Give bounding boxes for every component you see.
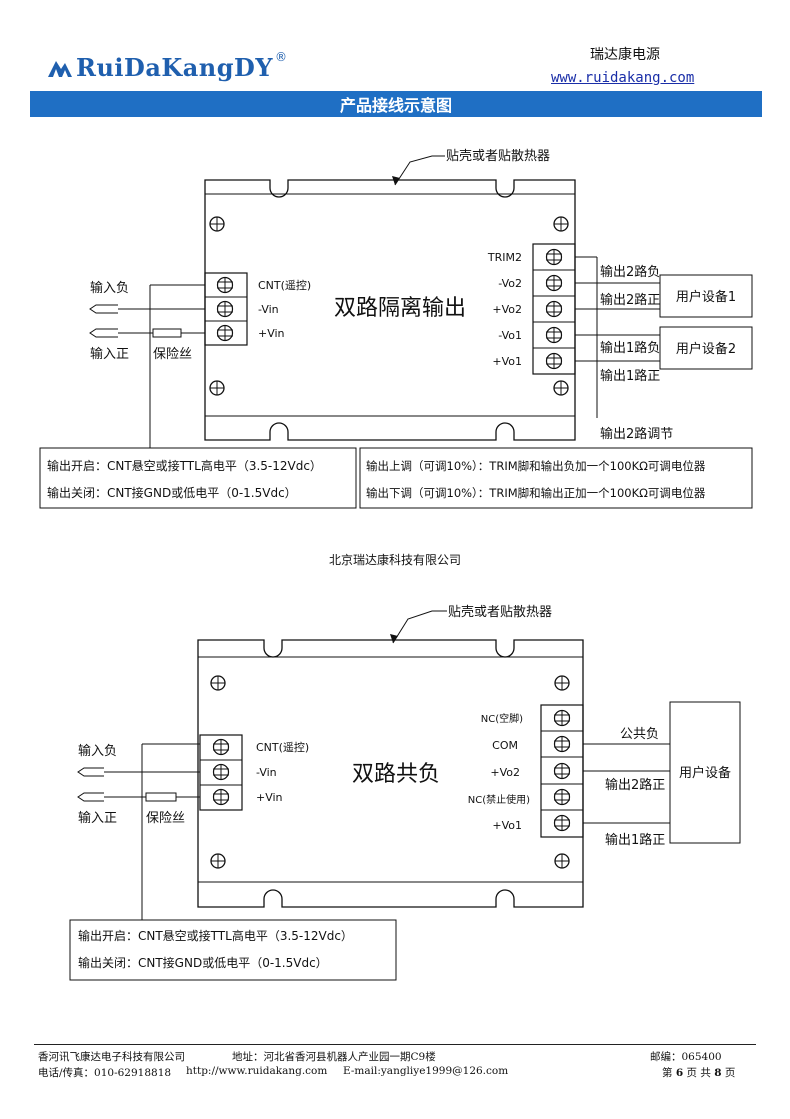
note-box-enable bbox=[39, 447, 357, 509]
page-label: 页 共 bbox=[686, 1067, 711, 1079]
page-title: 产品接线示意图 bbox=[30, 91, 762, 117]
footer-email[interactable]: E-mail:yangliye1999@126.com bbox=[343, 1065, 509, 1077]
note-line: 输出关闭：CNT接GND或低电平（0-1.5Vdc） bbox=[47, 485, 297, 500]
heatsink-arrow bbox=[390, 610, 447, 644]
pin-label: NC(空脚) bbox=[481, 712, 523, 725]
page-total: 8 bbox=[714, 1067, 722, 1079]
screw-icon bbox=[554, 853, 570, 869]
pin-label: -Vo2 bbox=[498, 277, 522, 290]
note-line: 输出开启：CNT悬空或接TTL高电平（3.5-12Vdc） bbox=[78, 928, 353, 943]
logo-mountain-icon bbox=[48, 61, 72, 77]
note-line: 输出开启：CNT悬空或接TTL高电平（3.5-12Vdc） bbox=[47, 458, 322, 473]
left-terminal-block bbox=[204, 272, 248, 346]
pin-label: +Vo2 bbox=[490, 766, 520, 779]
user-device-1: 用户设备1 bbox=[676, 289, 736, 305]
wiring-diagram-dual-isolated: 贴壳或者贴散热器 CNT(遥控) -Vin +Vin 双路隔离输出 TRIM2 … bbox=[0, 140, 790, 515]
heatsink-label: 贴壳或者贴散热器 bbox=[448, 605, 552, 620]
out2-pos-label: 输出2路正 bbox=[605, 777, 665, 793]
input-neg-label: 输入负 bbox=[78, 743, 117, 759]
input-pos-label: 输入正 bbox=[78, 810, 117, 826]
footer-phone: 电话/传真：010-62918818 bbox=[38, 1067, 172, 1079]
company-logo: RuiDaKangDY ® bbox=[48, 50, 287, 84]
footer-page-number: 第 6 页 共 8 页 bbox=[662, 1065, 735, 1080]
input-pos-label: 输入正 bbox=[90, 346, 129, 362]
screw-icon bbox=[209, 380, 225, 396]
out2-adjust-label: 输出2路调节 bbox=[600, 426, 673, 442]
note-box-trim bbox=[359, 447, 753, 509]
output-wiring bbox=[583, 701, 741, 844]
out1-pos-label: 输出1路正 bbox=[600, 368, 660, 384]
right-terminal-block bbox=[532, 243, 576, 375]
fuse-label: 保险丝 bbox=[153, 347, 192, 362]
pin-label: CNT(遥控) bbox=[256, 740, 309, 754]
pin-label: +Vin bbox=[256, 791, 283, 804]
pin-label: CNT(遥控) bbox=[258, 278, 311, 292]
pin-label: COM bbox=[492, 739, 518, 752]
note-line: 输出下调（可调10%）：TRIM脚和输出正加一个100KΩ可调电位器 bbox=[366, 486, 706, 500]
pin-label: +Vin bbox=[258, 327, 285, 340]
footer-divider bbox=[34, 1044, 756, 1045]
footer-address: 地址：河北省香河县机器人产业园一期C9楼 bbox=[232, 1051, 436, 1063]
screw-icon bbox=[210, 853, 226, 869]
input-wiring bbox=[89, 284, 205, 448]
module-title: 双路隔离输出 bbox=[334, 296, 466, 321]
input-neg-label: 输入负 bbox=[90, 280, 129, 296]
out1-neg-label: 输出1路负 bbox=[600, 340, 660, 356]
module-title: 双路共负 bbox=[352, 762, 440, 787]
page-label: 页 bbox=[724, 1067, 736, 1079]
note-box-enable bbox=[69, 919, 397, 981]
fuse-label: 保险丝 bbox=[146, 811, 185, 826]
screw-icon bbox=[554, 675, 570, 691]
footer-postcode: 邮编：065400 bbox=[650, 1051, 722, 1063]
pin-label: TRIM2 bbox=[487, 251, 522, 264]
note-line: 输出关闭：CNT接GND或低电平（0-1.5Vdc） bbox=[78, 955, 328, 970]
pin-label: -Vo1 bbox=[498, 329, 522, 342]
user-device-2: 用户设备2 bbox=[676, 341, 736, 357]
module-body bbox=[204, 179, 576, 441]
pin-label: +Vo1 bbox=[492, 355, 522, 368]
logo-text: RuiDaKangDY bbox=[76, 52, 273, 82]
common-neg-label: 公共负 bbox=[620, 727, 659, 742]
pin-label: -Vin bbox=[256, 766, 277, 779]
screw-icon bbox=[553, 380, 569, 396]
company-name-mid: 北京瑞达康科技有限公司 bbox=[328, 553, 461, 567]
pin-label: +Vo1 bbox=[492, 819, 522, 832]
pin-label: -Vin bbox=[258, 303, 279, 316]
screw-icon bbox=[209, 216, 225, 232]
registered-mark: ® bbox=[274, 50, 287, 64]
heatsink-label: 贴壳或者贴散热器 bbox=[446, 149, 550, 164]
output-wiring bbox=[575, 256, 753, 418]
out1-pos-label: 输出1路正 bbox=[605, 832, 665, 848]
out2-neg-label: 输出2路负 bbox=[600, 264, 660, 280]
page-label: 第 bbox=[662, 1067, 673, 1079]
footer-web[interactable]: http://www.ruidakang.com bbox=[186, 1065, 328, 1077]
brand-name: 瑞达康电源 bbox=[590, 47, 660, 63]
user-device: 用户设备 bbox=[679, 765, 731, 781]
right-terminal-block bbox=[540, 704, 584, 838]
page-current: 6 bbox=[675, 1067, 684, 1079]
note-line: 输出上调（可调10%）：TRIM脚和输出负加一个100KΩ可调电位器 bbox=[366, 459, 706, 473]
footer-company: 香河讯飞康达电子科技有限公司 bbox=[38, 1051, 185, 1063]
screw-icon bbox=[210, 675, 226, 691]
out2-pos-label: 输出2路正 bbox=[600, 292, 660, 308]
wiring-diagram-common-negative: 贴壳或者贴散热器 CNT(遥控) -Vin +Vin 双路共负 NC(空脚) C… bbox=[0, 595, 790, 990]
website-link[interactable]: www.ruidakang.com bbox=[551, 70, 695, 86]
screw-icon bbox=[553, 216, 569, 232]
pin-label: NC(禁止使用) bbox=[468, 793, 530, 806]
left-terminal-block bbox=[199, 734, 243, 811]
pin-label: +Vo2 bbox=[492, 303, 522, 316]
module-body bbox=[197, 639, 584, 908]
input-wiring bbox=[77, 743, 200, 920]
